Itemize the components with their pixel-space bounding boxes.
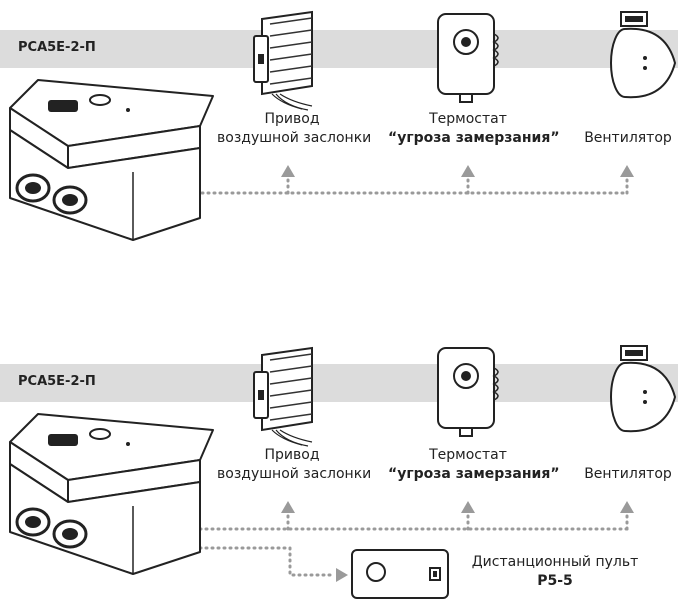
bottom-band xyxy=(0,364,678,402)
caption-line: воздушной заслонки xyxy=(217,130,372,146)
top-fan xyxy=(610,11,676,99)
arrow-up-icon xyxy=(281,501,295,513)
arrow-up-icon xyxy=(620,501,634,513)
caption-line: “угроза замерзания” xyxy=(388,466,560,482)
arrow-up-icon xyxy=(620,165,634,177)
top-damper-caption: Привод воздушной заслонки xyxy=(217,110,372,148)
bottom-damper-drive xyxy=(253,347,313,447)
top-controller-label: PCA5E-2-П xyxy=(18,40,96,55)
caption-line: Привод xyxy=(264,447,320,463)
remote-panel xyxy=(351,549,449,599)
remote-caption: Дистанционный пульт P5-5 xyxy=(470,553,640,591)
bottom-thermostat-caption: Термостат “угроза замерзания” xyxy=(388,446,560,484)
caption-line: Привод xyxy=(264,111,320,127)
arrow-up-icon xyxy=(461,501,475,513)
top-thermostat-caption: Термостат “угроза замерзания” xyxy=(388,110,560,148)
top-band xyxy=(0,30,678,68)
arrow-up-icon xyxy=(281,165,295,177)
bottom-thermostat xyxy=(437,347,499,437)
caption-line: Термостат xyxy=(429,111,507,127)
top-controller-box xyxy=(8,78,215,242)
caption-line: “угроза замерзания” xyxy=(388,130,560,146)
bottom-damper-caption: Привод воздушной заслонки xyxy=(217,446,372,484)
bottom-controller-box xyxy=(8,412,215,576)
bottom-fan-caption: Вентилятор xyxy=(584,466,672,482)
caption-line: Дистанционный пульт xyxy=(471,554,639,570)
bottom-fan xyxy=(610,345,676,433)
bottom-controller-label: PCA5E-2-П xyxy=(18,374,96,389)
caption-line: воздушной заслонки xyxy=(217,466,372,482)
arrow-up-icon xyxy=(461,165,475,177)
caption-line: P5-5 xyxy=(537,573,573,589)
top-fan-caption: Вентилятор xyxy=(584,130,672,146)
top-thermostat xyxy=(437,13,499,103)
arrow-right-icon xyxy=(336,568,348,582)
top-damper-drive xyxy=(253,11,313,111)
caption-line: Термостат xyxy=(429,447,507,463)
remote-connector-line xyxy=(120,546,337,577)
